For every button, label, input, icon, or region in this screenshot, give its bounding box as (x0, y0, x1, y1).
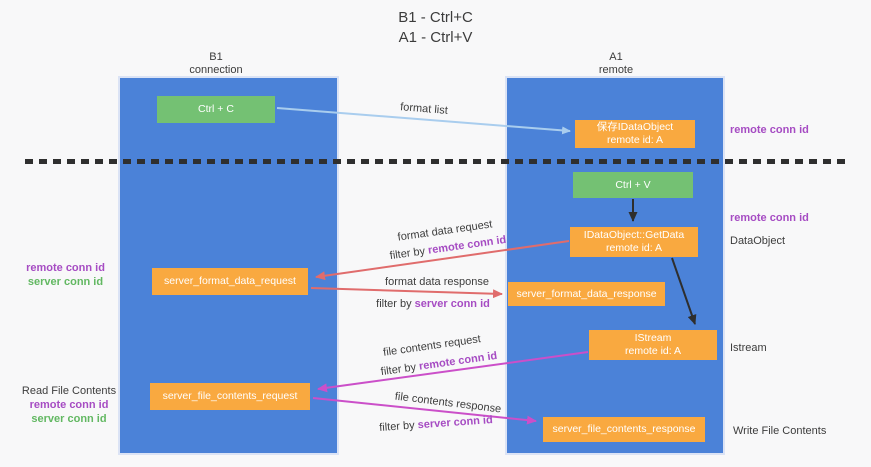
node-server-format-data-request: server_format_data_request (152, 268, 308, 295)
left-label-server-conn-id-1: server conn id (27, 276, 104, 288)
right-label-remote-conn-id-2: remote conn id (730, 212, 809, 224)
filter-by-text-4: filter by (378, 419, 416, 434)
right-column-subtitle: remote (598, 64, 634, 76)
save-idataobject-line2: remote id: A (606, 134, 664, 146)
left-label-remote-conn-id-1: remote conn id (26, 262, 105, 274)
left-label-group-file: Read File Contents remote conn id server… (14, 384, 124, 426)
ctrl-c-label: Ctrl + C (198, 103, 234, 115)
right-label-remote-conn-id-1: remote conn id (730, 124, 809, 136)
filter-server-conn-id-1: server conn id (414, 298, 490, 310)
server-file-contents-request-label: server_file_contents_request (162, 390, 298, 402)
right-column-title: A1 (609, 51, 623, 63)
filter-by-text-3: filter by (380, 361, 417, 379)
filter-server-conn-id-2: server conn id (417, 414, 494, 432)
node-idataobject-getdata: IDataObject::GetData remote id: A (570, 227, 698, 257)
left-column-header: B1 connection (146, 51, 286, 77)
istream-line1: IStream (634, 332, 672, 344)
right-label-write-file-contents: Write File Contents (733, 425, 827, 437)
label-filter-server-2: filter by server conn id (379, 414, 493, 434)
left-label-group-format: remote conn id server conn id (18, 261, 113, 289)
right-label-istream: Istream (730, 342, 767, 354)
getdata-line1: IDataObject::GetData (583, 229, 685, 241)
label-format-list: format list (399, 101, 449, 117)
filter-remote-conn-id-2: remote conn id (418, 349, 498, 373)
save-idataobject-line1: 保存IDataObject (596, 121, 674, 133)
left-column-title: B1 (209, 51, 223, 63)
left-label-read-file-contents: Read File Contents (21, 385, 117, 397)
right-column-header: A1 remote (546, 51, 686, 77)
left-label-remote-conn-id-2: remote conn id (29, 399, 109, 411)
left-label-server-conn-id-2: server conn id (31, 413, 107, 425)
node-ctrl-c: Ctrl + C (157, 96, 275, 123)
node-server-file-contents-response: server_file_contents_response (543, 417, 705, 442)
label-format-data-response: format data response (385, 276, 489, 288)
node-server-format-data-response: server_format_data_response (508, 282, 665, 306)
dashed-divider (25, 159, 845, 164)
server-format-data-response-label: server_format_data_response (516, 287, 657, 300)
getdata-line2: remote id: A (605, 242, 663, 254)
node-server-file-contents-request: server_file_contents_request (150, 383, 310, 410)
label-filter-server-1: filter by server conn id (376, 298, 490, 310)
filter-by-text-1: filter by (389, 245, 426, 263)
title-line-1: B1 - Ctrl+C (398, 9, 473, 26)
filter-by-text-2: filter by (376, 298, 412, 310)
left-column-subtitle: connection (189, 64, 243, 76)
diagram-title: B1 - Ctrl+C A1 - Ctrl+V (0, 8, 871, 48)
arrow-format-data-response (310, 287, 503, 299)
node-istream: IStream remote id: A (589, 330, 717, 360)
istream-line2: remote id: A (624, 345, 682, 357)
label-file-contents-response: file contents response (394, 390, 502, 416)
server-file-contents-response-label: server_file_contents_response (552, 423, 696, 435)
title-line-2: A1 - Ctrl+V (398, 29, 473, 46)
ctrl-v-label: Ctrl + V (615, 178, 651, 191)
right-label-dataobject: DataObject (730, 235, 786, 247)
server-format-data-request-label: server_format_data_request (164, 275, 296, 287)
node-save-idataobject: 保存IDataObject remote id: A (575, 120, 695, 148)
node-ctrl-v: Ctrl + V (573, 172, 693, 198)
